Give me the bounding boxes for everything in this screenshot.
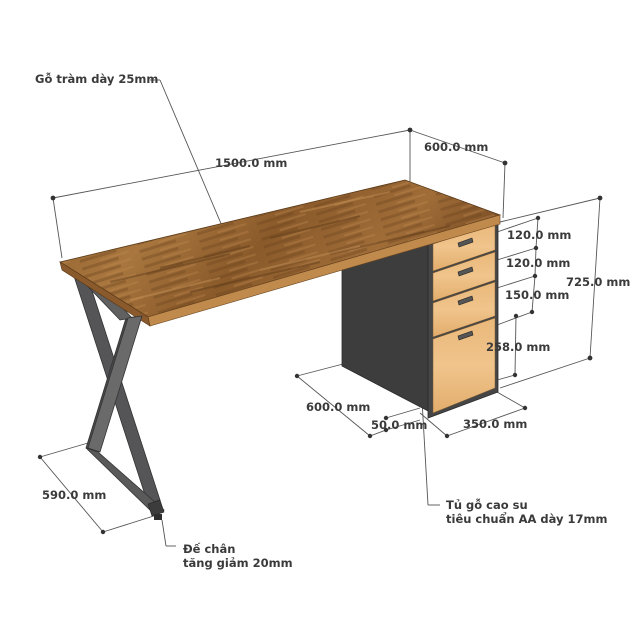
dimension-lines	[39, 79, 601, 547]
drawer-cabinet	[341, 217, 499, 419]
cabinet-material-label-line2: tiêu chuẩn AA dày 17mm	[446, 512, 608, 526]
length-dimension-label: 1500.0 mm	[215, 156, 288, 170]
x-metal-leg-front	[87, 315, 143, 453]
wood-tabletop	[58, 179, 502, 327]
cabinet-gap-label: 50.0 mm	[371, 418, 428, 432]
top-material-label: Gỗ tràm dày 25mm	[35, 72, 159, 86]
drawer-2-height-label: 120.0 mm	[506, 256, 571, 270]
drawer-1-height-label: 120.0 mm	[507, 228, 572, 242]
cabinet-material-label-line1: Tủ gỗ cao su	[446, 498, 528, 512]
total-height-label: 725.0 mm	[566, 275, 631, 289]
foot-label-line2: tăng giảm 20mm	[183, 556, 293, 570]
drawer-4-height-label: 258.0 mm	[486, 340, 551, 354]
cabinet-depth-label: 600.0 mm	[306, 400, 371, 414]
leg-depth-label: 590.0 mm	[42, 488, 107, 502]
drawer-3-height-label: 150.0 mm	[505, 288, 570, 302]
cabinet-width-label: 350.0 mm	[463, 417, 528, 431]
depth-dimension-label: 600.0 mm	[424, 140, 489, 154]
dimension-dots	[37, 127, 603, 535]
foot-label-line1: Đế chân	[183, 542, 236, 556]
